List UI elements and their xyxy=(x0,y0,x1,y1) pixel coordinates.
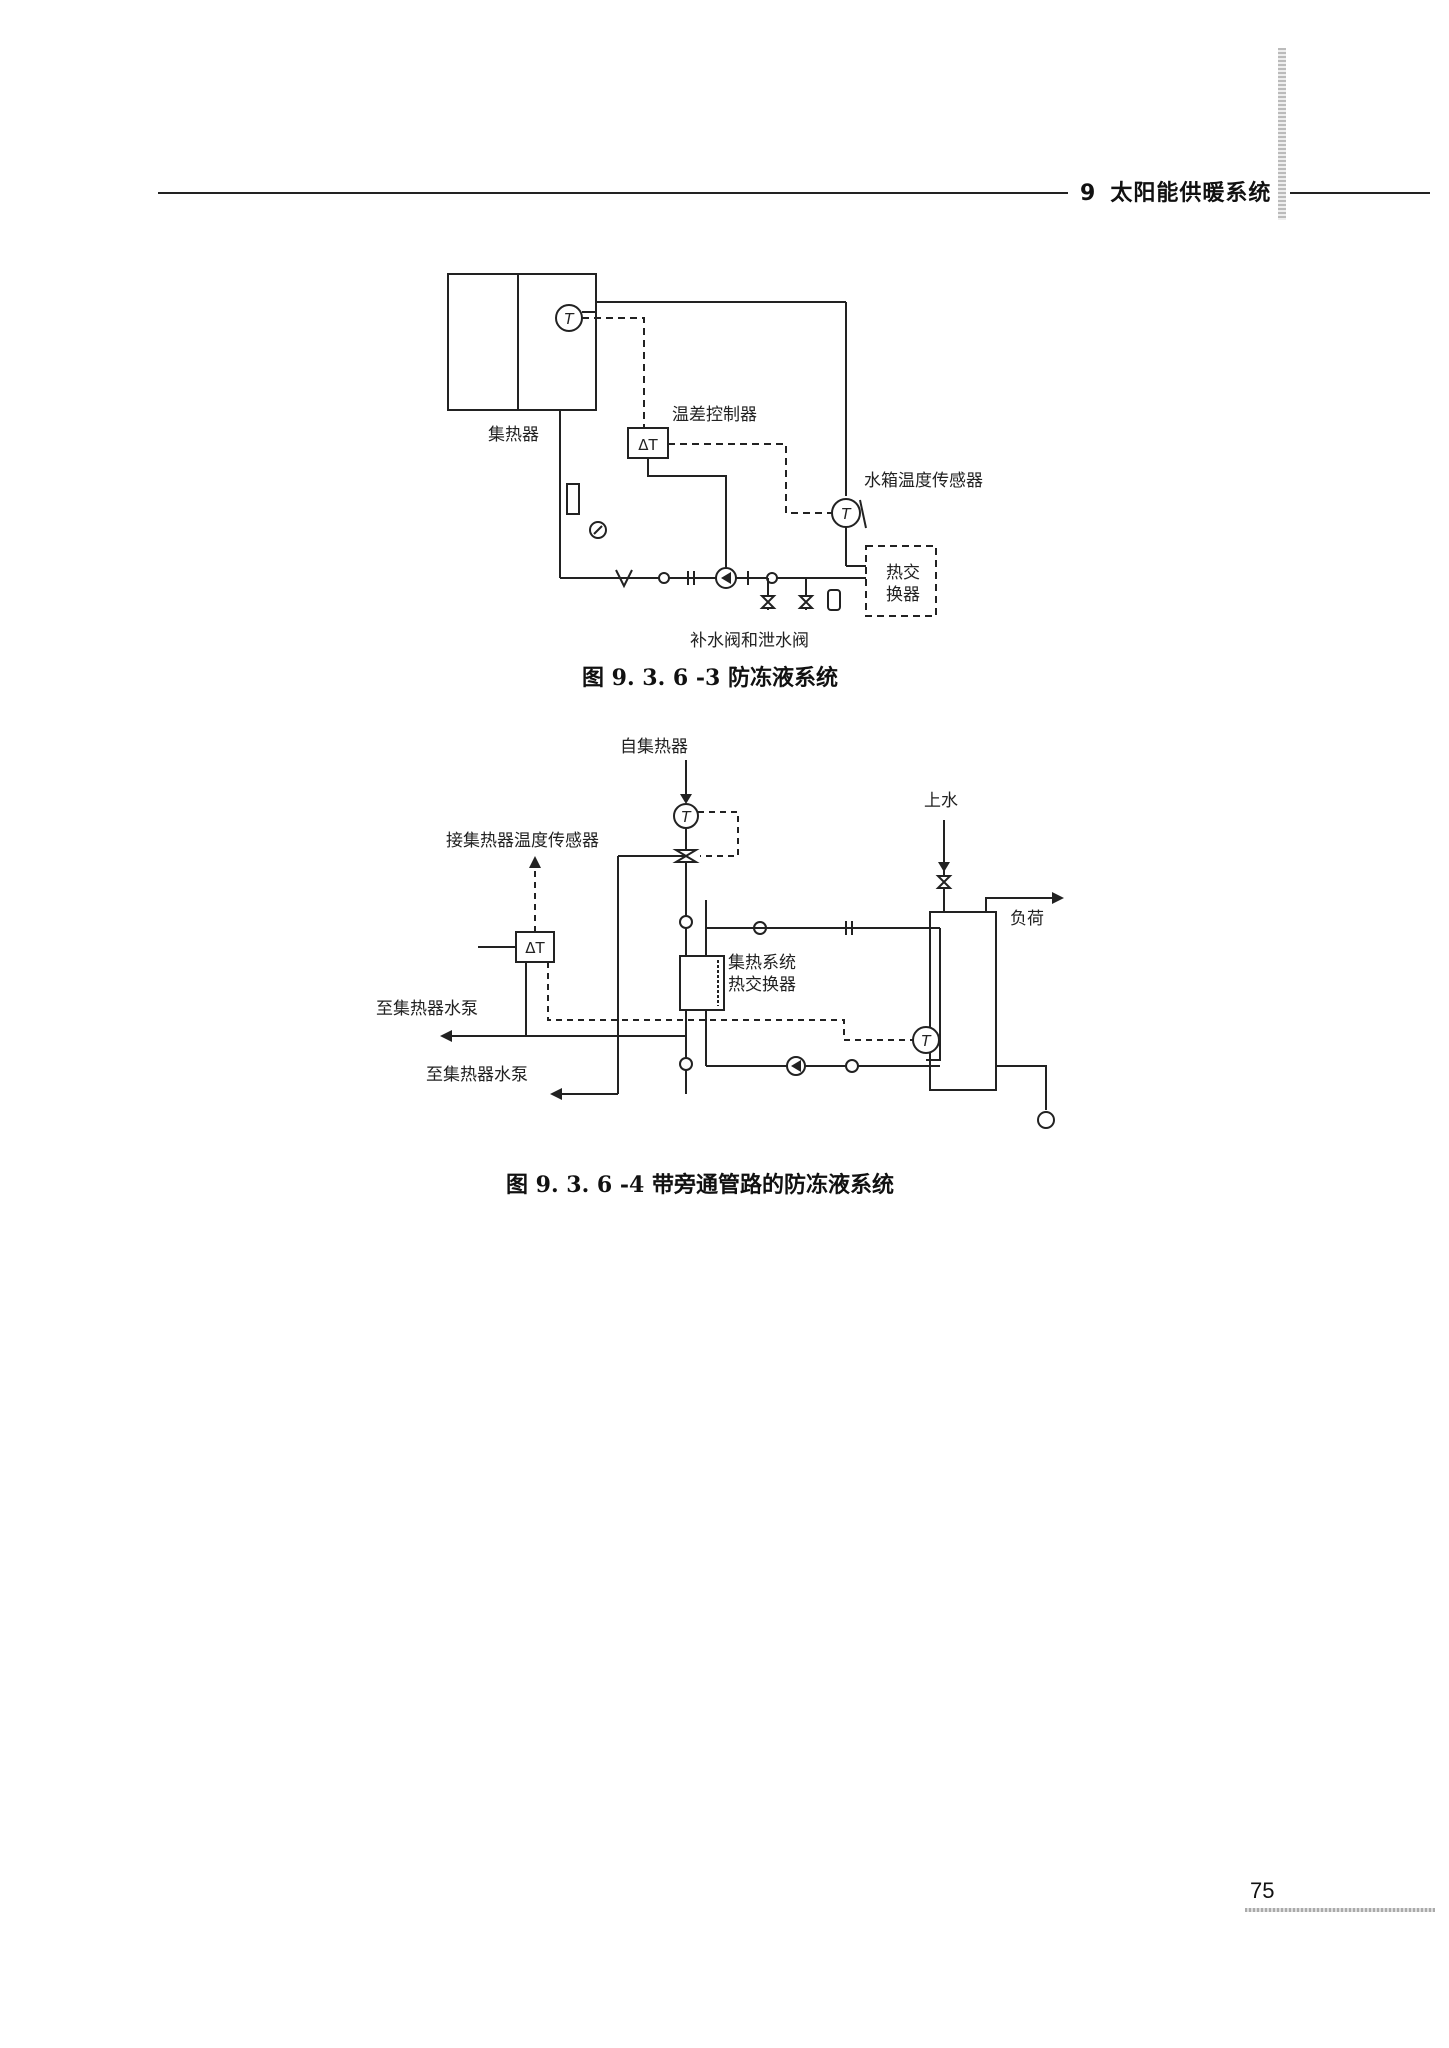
to-sensor-label: 接集热器温度传感器 xyxy=(446,831,599,851)
figure1-caption: 图 9. 3. 6 -3 防冻液系统 xyxy=(582,665,838,691)
page-edge-strip xyxy=(1278,48,1286,220)
drain-pipe xyxy=(996,1065,1047,1110)
hx-label-2: 换器 xyxy=(886,585,920,605)
tank-signal-line xyxy=(668,443,832,514)
controller-pump-wire xyxy=(647,458,727,578)
tank-sensor-symbol: T xyxy=(841,505,852,523)
hx-label-2: 热交换器 xyxy=(728,975,796,995)
arrow-down-icon xyxy=(938,862,950,872)
drain-valve-icon xyxy=(797,595,815,609)
controller-label: 温差控制器 xyxy=(672,405,757,425)
collector-signal-line xyxy=(582,317,645,428)
check-valve-icon xyxy=(615,569,633,589)
load-pipe xyxy=(985,897,1058,912)
fill-valve-icon xyxy=(759,595,777,609)
collector-hx-box xyxy=(679,955,725,1011)
pump-arrow-icon xyxy=(791,1060,801,1072)
tank-sensor-label: 水箱温度传感器 xyxy=(864,471,983,491)
water-in-label: 上水 xyxy=(924,791,958,811)
gauge-needle xyxy=(593,525,603,535)
valve-icon xyxy=(658,572,670,584)
to-pump-label-2: 至集热器水泵 xyxy=(426,1065,528,1085)
storage-tank xyxy=(929,911,997,1091)
arrow-up-icon xyxy=(529,856,541,868)
expansion-tank-icon xyxy=(827,589,841,611)
header-rule-right xyxy=(1290,192,1430,194)
valve-icon xyxy=(679,1057,693,1071)
tank-sensor-symbol: T xyxy=(921,1032,932,1050)
figure-bypass-antifreeze-system: T ΔT T 自集热器 接集热器温度传感器 上水 负荷 集热系统 xyxy=(376,737,1064,1129)
tank-temp-sensor-icon xyxy=(912,1026,940,1054)
arrow-right-icon xyxy=(1052,892,1064,904)
load-label: 负荷 xyxy=(1010,909,1044,929)
header-rule xyxy=(158,192,1068,194)
arrow-left-icon xyxy=(550,1088,562,1100)
heat-exchanger-box xyxy=(865,545,937,617)
air-vent-icon xyxy=(566,483,580,515)
hx-label-1: 热交 xyxy=(886,563,920,583)
pressure-gauge-icon xyxy=(589,521,607,539)
controller-symbol: ΔT xyxy=(525,939,545,957)
fill-drain-label: 补水阀和泄水阀 xyxy=(690,631,809,651)
arrow-down-icon xyxy=(680,794,692,804)
collector-sensor-symbol: T xyxy=(564,310,575,328)
from-collector-label: 自集热器 xyxy=(620,737,688,757)
collector-label: 集热器 xyxy=(488,425,539,445)
figure2-caption: 图 9. 3. 6 -4 带旁通管路的防冻液系统 xyxy=(506,1172,894,1198)
drain-valve-icon xyxy=(1037,1111,1055,1129)
valve-icon xyxy=(679,915,693,929)
tank-coil-pipe xyxy=(926,928,941,1061)
sensor-to-valve-signal xyxy=(698,811,739,857)
controller-symbol: ΔT xyxy=(638,436,658,454)
hx-label-1: 集热系统 xyxy=(728,953,796,973)
page-number-rule xyxy=(1245,1908,1435,1912)
inlet-valve-icon xyxy=(935,875,953,889)
valve-icon xyxy=(845,1059,859,1073)
to-pump-label-1: 至集热器水泵 xyxy=(376,999,478,1019)
pump-arrow-icon xyxy=(721,572,731,584)
arrow-left-icon xyxy=(440,1030,452,1042)
running-header: 9 太阳能供暖系统 xyxy=(1080,175,1290,207)
figure-antifreeze-system: T ΔT T 集热器 温差控制器 水箱温度传感器 热交 换器 补水阀和泄水阀 xyxy=(447,273,983,651)
chapter-number: 9 xyxy=(1080,181,1097,206)
sensor-hatch xyxy=(859,499,867,529)
supply-sensor-symbol: T xyxy=(681,808,692,826)
page-number: 75 xyxy=(1250,1878,1275,1903)
chapter-title: 太阳能供暖系统 xyxy=(1110,181,1272,206)
collector-box xyxy=(447,273,597,411)
tank-sensor-signal xyxy=(547,962,914,1041)
